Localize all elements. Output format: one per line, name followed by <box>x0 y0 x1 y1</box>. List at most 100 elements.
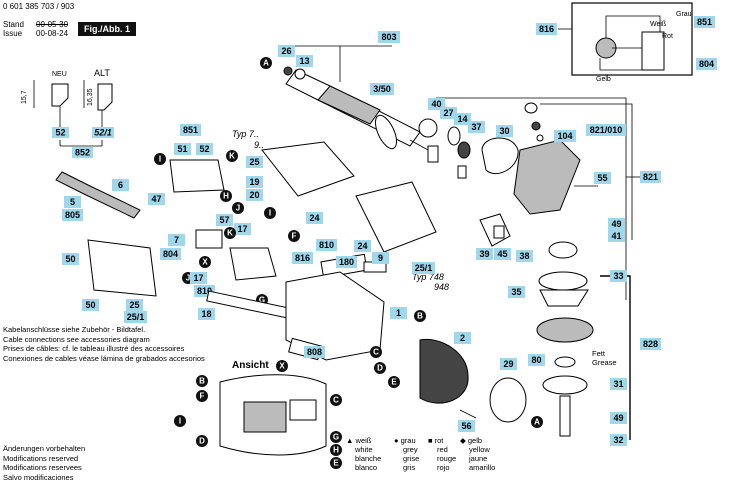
callout-49-upper: 49 <box>608 218 625 230</box>
doc-number: 0 601 385 703 / 903 <box>3 2 75 11</box>
svg-text:80: 80 <box>531 355 541 365</box>
callout-851-wiring: 851 <box>694 16 715 28</box>
callout-30: 30 <box>496 125 513 137</box>
svg-text:3/50: 3/50 <box>373 84 391 94</box>
svg-text:H: H <box>333 446 339 455</box>
legend-grey-symbol: ● <box>394 436 399 445</box>
marker-c-stator: C <box>370 346 382 358</box>
marker-e-ansicht: E <box>330 457 342 469</box>
svg-text:D: D <box>377 364 383 373</box>
svg-text:5: 5 <box>70 197 75 207</box>
note-fr: Prises de câbles: cf. le tableau illustr… <box>3 344 185 353</box>
svg-text:25: 25 <box>129 300 139 310</box>
marker-i-top: I <box>154 153 166 165</box>
svg-text:27: 27 <box>443 108 453 118</box>
marker-j-top: J <box>232 202 244 214</box>
callout-13: 13 <box>296 55 313 67</box>
callout-816: 816 <box>292 252 313 264</box>
callout-39: 39 <box>476 248 493 260</box>
svg-text:A: A <box>534 418 540 427</box>
marker-h-ansicht: H <box>330 444 342 456</box>
svg-text:49: 49 <box>611 219 621 229</box>
svg-text:30: 30 <box>499 126 509 136</box>
svg-text:852: 852 <box>75 148 90 158</box>
svg-text:E: E <box>333 459 339 468</box>
svg-text:47: 47 <box>151 194 161 204</box>
marker-i-mid: I <box>264 207 276 219</box>
svg-text:45: 45 <box>497 249 507 259</box>
marker-a-armature: A <box>260 57 272 69</box>
note-en: Cable connections see accessories diagra… <box>3 334 150 344</box>
callout-816-wiring: 816 <box>536 23 557 35</box>
typ-label-top-sub: 9.. <box>254 140 264 150</box>
callout-17-upper: 17 <box>234 223 251 235</box>
svg-text:25/1: 25/1 <box>415 263 433 273</box>
svg-text:X: X <box>279 362 285 371</box>
legend-yellow-es: amarillo <box>469 463 496 472</box>
callout-25-lower: 25 <box>126 299 143 311</box>
svg-text:39: 39 <box>479 249 489 259</box>
cable-notes: Kabelanschlüsse siehe Zubehör - Bildtafe… <box>3 325 205 363</box>
callout-37: 37 <box>468 121 485 133</box>
callout-1: 1 <box>390 307 407 319</box>
marker-i-ansicht: I <box>174 415 186 427</box>
svg-text:F: F <box>200 392 205 401</box>
cable-and-switch: 6 5 805 47 <box>55 171 165 221</box>
marker-e-stator: E <box>388 376 400 388</box>
legend-white-es: blanco <box>355 463 378 472</box>
callout-50-upper: 50 <box>62 253 79 265</box>
callout-33: 33 <box>610 270 627 282</box>
legend-grey-de: grau <box>400 436 416 445</box>
callout-52-new: 52 <box>52 127 69 138</box>
legend-white-de: weiß <box>355 436 372 445</box>
callout-24-upper: 24 <box>306 212 323 224</box>
svg-text:52: 52 <box>55 128 65 138</box>
svg-text:52/1: 52/1 <box>94 128 112 138</box>
callout-851: 851 <box>180 124 201 136</box>
svg-text:24: 24 <box>357 241 367 251</box>
svg-text:1: 1 <box>396 308 401 318</box>
brush-inset: NEU ALT 15,7 16,35 52 52/1 852 <box>21 68 114 158</box>
callout-25-upper: 25 <box>246 156 263 168</box>
svg-text:I: I <box>179 417 181 426</box>
callout-56: 56 <box>458 420 475 432</box>
svg-text:6: 6 <box>118 180 123 190</box>
svg-text:18: 18 <box>201 309 211 319</box>
svg-text:24: 24 <box>309 213 319 223</box>
callout-9: 9 <box>372 252 389 264</box>
marker-g-ansicht: G <box>330 431 342 443</box>
spindle-assembly: 38 33 35 828 80 Fett Grease 31 49 32 A <box>508 241 661 446</box>
legend-grey-es: gris <box>403 463 416 472</box>
svg-text:816: 816 <box>295 253 310 263</box>
svg-text:31: 31 <box>613 379 623 389</box>
callout-51: 51 <box>174 143 191 155</box>
grease-label-de: Fett <box>592 349 606 358</box>
callout-14: 14 <box>454 113 471 125</box>
callout-804: 804 <box>160 248 181 260</box>
stator-and-field: 1 808 2 29 56 B C D E <box>285 271 527 432</box>
callout-45: 45 <box>494 248 511 260</box>
armature: 803 3/50 26 13 A <box>260 31 429 151</box>
legend-yellow-symbol: ◆ <box>460 436 466 445</box>
svg-text:X: X <box>202 258 208 267</box>
legend-yellow-de: gelb <box>467 436 483 445</box>
svg-text:K: K <box>227 229 233 238</box>
grease-label-en: Grease <box>592 358 617 367</box>
svg-text:35: 35 <box>511 287 521 297</box>
callout-25-1-upper: 25/1 <box>412 262 435 274</box>
callout-27: 27 <box>440 107 457 119</box>
svg-text:C: C <box>333 396 339 405</box>
wire-grau: Grau <box>676 11 692 18</box>
inset-dim-left: 15,7 <box>21 90 28 104</box>
svg-text:17: 17 <box>193 273 203 283</box>
note-es: Conexiones de cables véase lámina de gra… <box>3 353 205 363</box>
wire-rot: Rot <box>662 33 673 40</box>
svg-text:25/1: 25/1 <box>127 312 145 322</box>
svg-text:37: 37 <box>471 122 481 132</box>
marker-k-top: K <box>226 150 238 162</box>
svg-text:804: 804 <box>163 249 178 259</box>
svg-text:33: 33 <box>613 271 623 281</box>
issue-label: Issue <box>3 29 23 38</box>
legend-grey-en: grey <box>403 445 418 454</box>
svg-text:E: E <box>391 378 397 387</box>
